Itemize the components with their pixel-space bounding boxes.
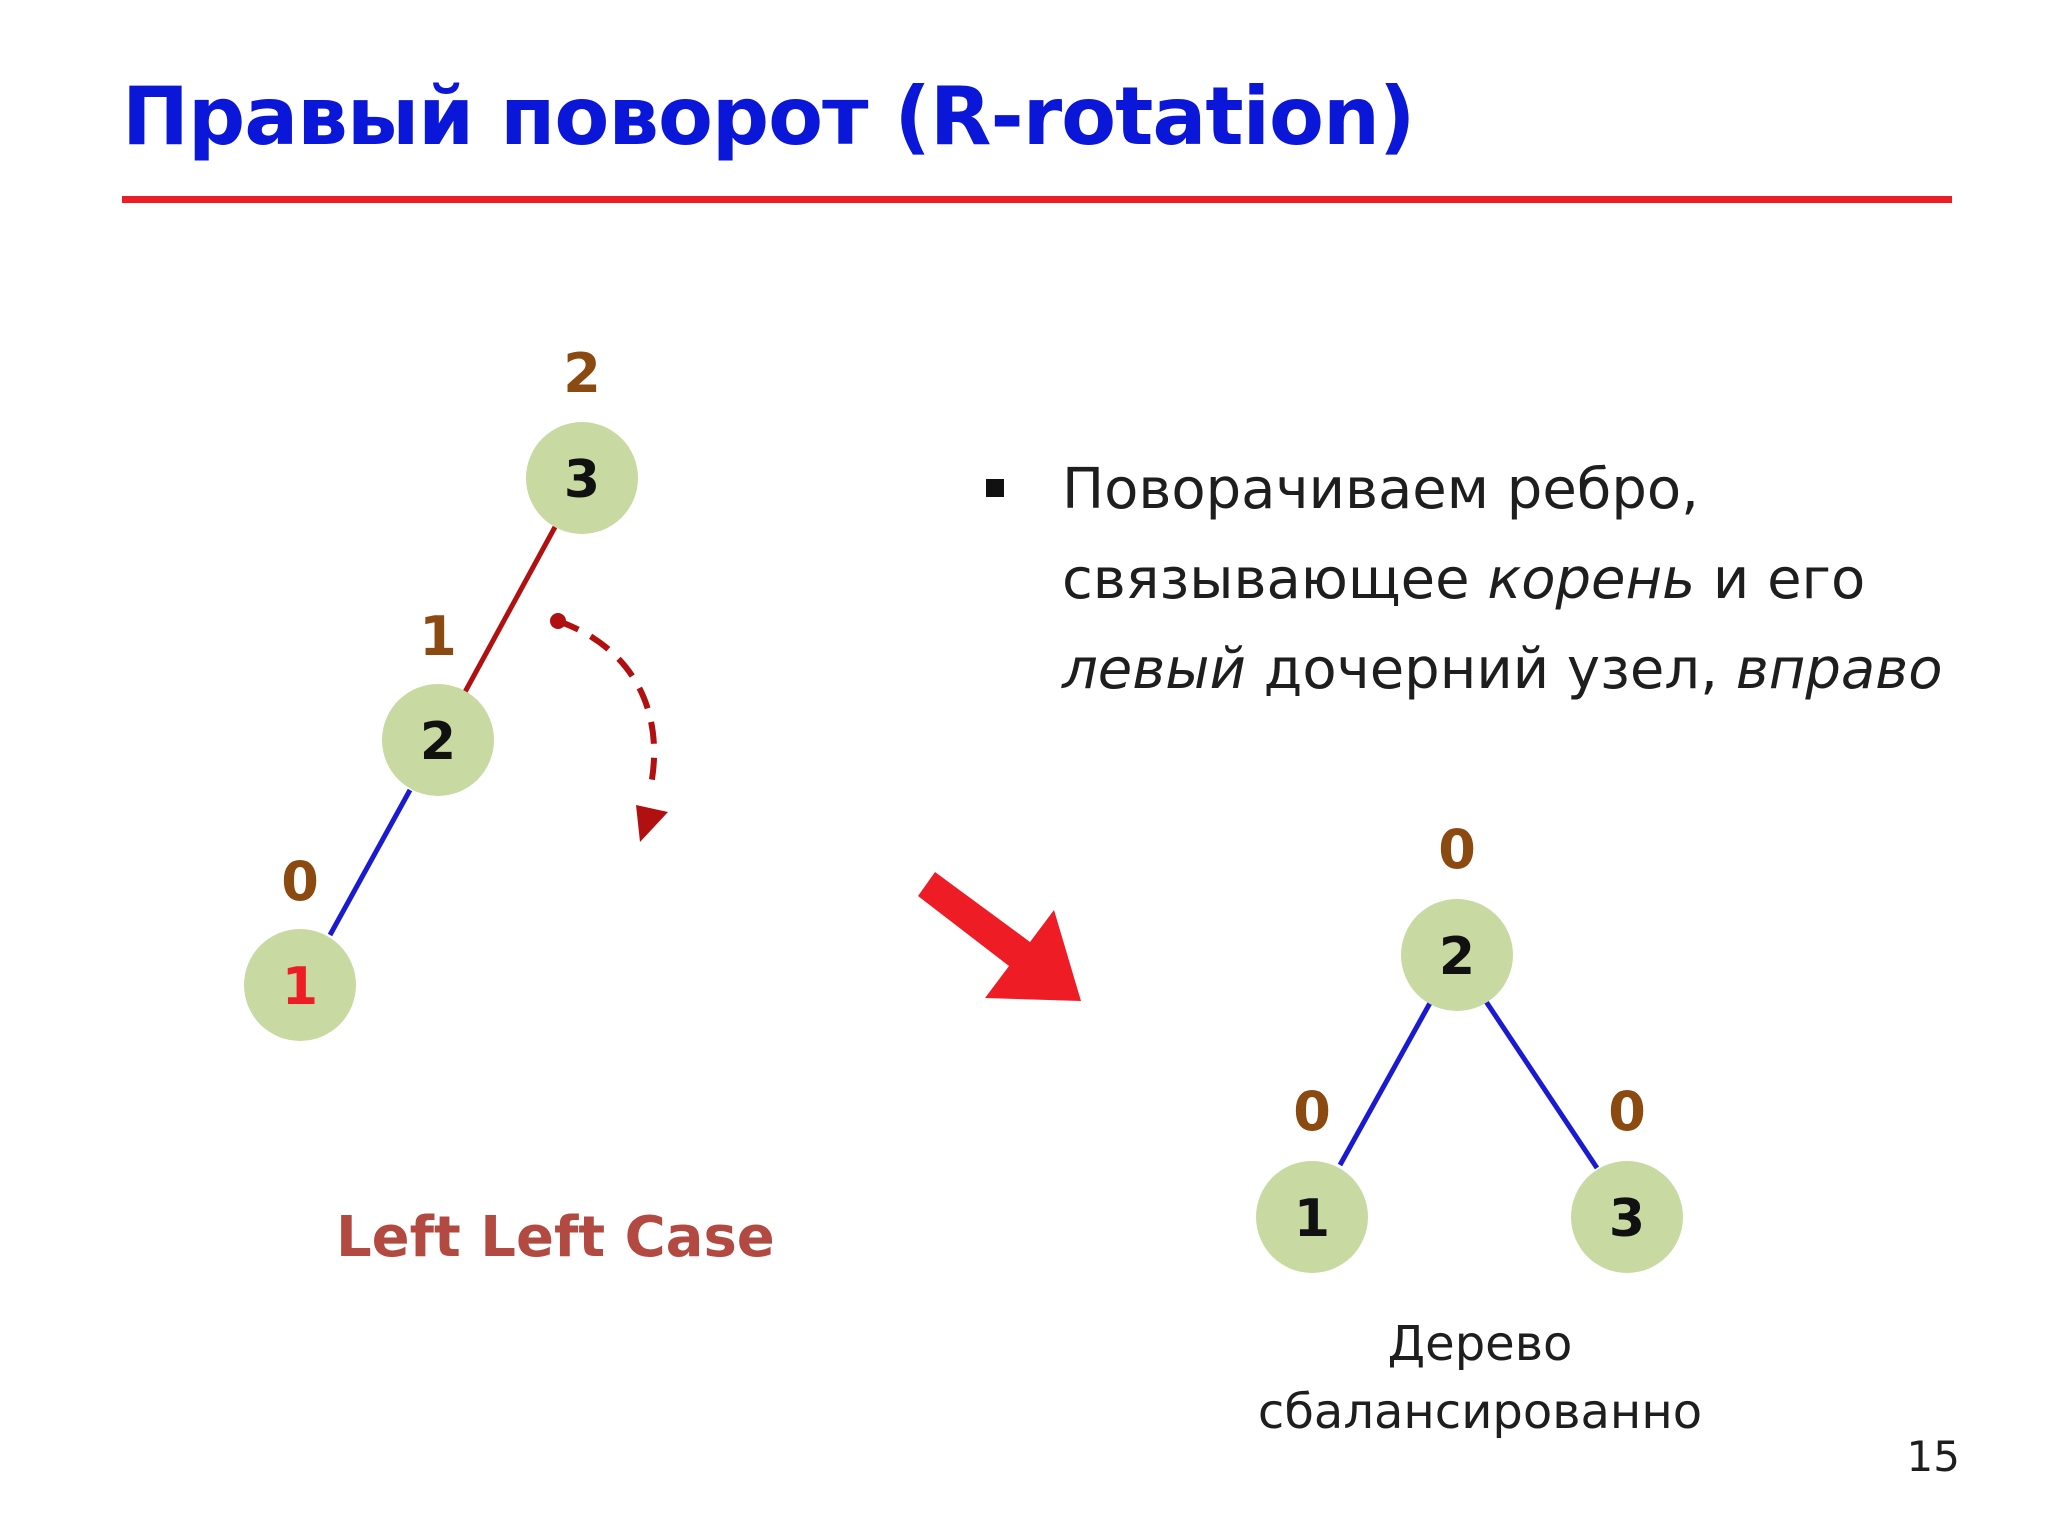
before-node-1-balance: 0 xyxy=(281,850,319,913)
rotation-arrow-head xyxy=(636,805,668,842)
bullet-line-1: Поворачиваем ребро, xyxy=(1062,457,1699,522)
bullet-line-2-c: и его xyxy=(1695,547,1866,612)
before-node-2-balance: 1 xyxy=(419,605,457,668)
bullet-line-2-a: связывающее xyxy=(1062,547,1488,612)
after-edge-2-1 xyxy=(1337,1001,1433,1167)
transition-arrow xyxy=(918,872,1081,1001)
after-node-1-balance: 0 xyxy=(1293,1080,1331,1143)
bullet-square-icon xyxy=(986,479,1004,497)
before-node-3: 3 xyxy=(526,422,638,534)
after-node-2-key: 2 xyxy=(1439,927,1475,987)
result-caption: Дерево сбалансированно xyxy=(1230,1310,1730,1446)
before-node-1: 1 xyxy=(244,929,356,1041)
rotation-arrow xyxy=(556,618,658,791)
result-caption-line-1: Дерево xyxy=(1387,1316,1573,1372)
edge-2-1 xyxy=(327,788,413,937)
after-node-3-balance: 0 xyxy=(1608,1080,1646,1143)
before-node-1-key: 1 xyxy=(282,957,318,1017)
before-node-2-key: 2 xyxy=(420,712,456,772)
bullet-emphasis-left: левый xyxy=(1062,637,1246,702)
after-node-3: 3 xyxy=(1571,1161,1683,1273)
bullet-line-2: связывающее корень и его xyxy=(1062,535,1950,625)
case-caption: Left Left Case xyxy=(336,1205,775,1270)
after-edge-2-3 xyxy=(1482,998,1600,1170)
bullet-line-3-b: дочерний узел, xyxy=(1245,637,1736,702)
bullet-line-3: левый дочерний узел, вправо xyxy=(1062,625,1950,715)
before-node-3-balance: 2 xyxy=(563,342,601,405)
after-node-2: 2 xyxy=(1401,899,1513,1011)
bullet-emphasis-right: вправо xyxy=(1735,637,1943,702)
bullet-emphasis-root: корень xyxy=(1487,547,1696,612)
before-node-2: 2 xyxy=(382,684,494,796)
after-node-1: 1 xyxy=(1256,1161,1368,1273)
after-node-1-key: 1 xyxy=(1294,1189,1330,1249)
before-node-3-key: 3 xyxy=(564,450,600,510)
page-number: 15 xyxy=(1906,1432,1960,1481)
after-node-2-balance: 0 xyxy=(1438,818,1476,881)
after-node-3-key: 3 xyxy=(1609,1189,1645,1249)
slide-title: Правый поворот (R-rotation) xyxy=(122,70,1415,163)
edge-3-2 xyxy=(462,525,558,694)
bullet-text: Поворачиваем ребро, связывающее корень и… xyxy=(1062,445,1950,715)
result-caption-line-2: сбалансированно xyxy=(1257,1384,1703,1440)
bullet-point: Поворачиваем ребро, связывающее корень и… xyxy=(986,445,1950,715)
title-underline xyxy=(122,196,1952,203)
